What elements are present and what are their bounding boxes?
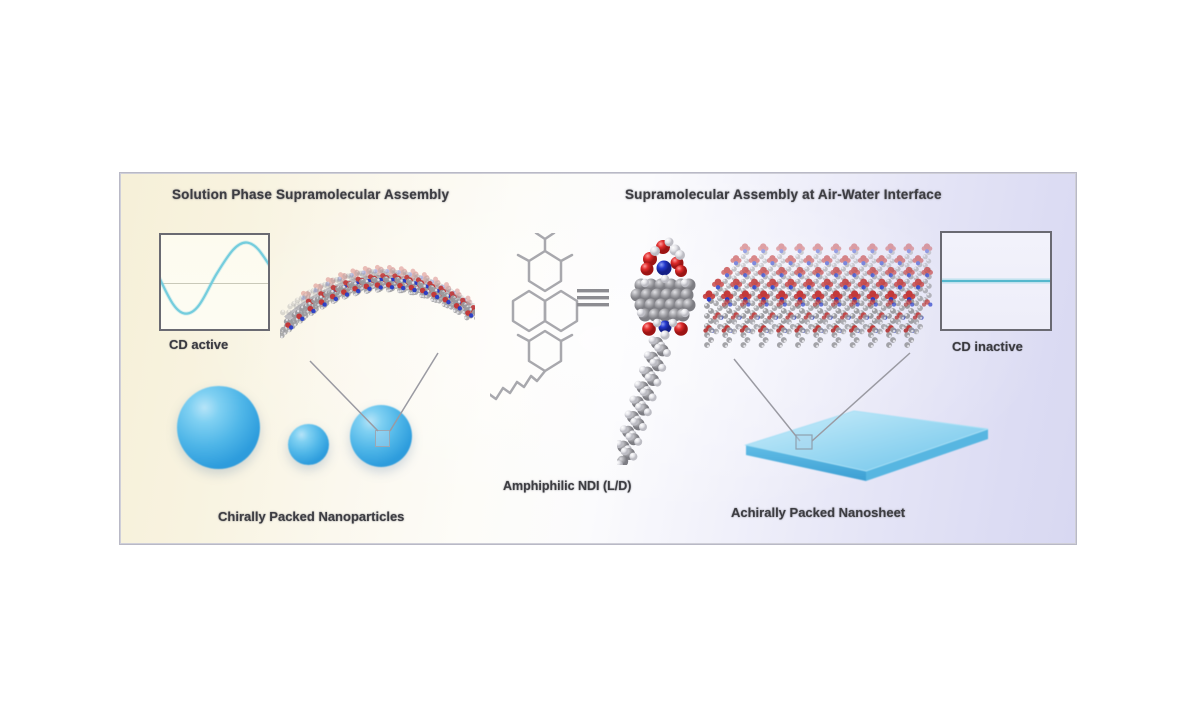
section-title-right: Supramolecular Assembly at Air-Water Int… — [625, 187, 942, 202]
caption-achirally-packed-nanosheet: Achirally Packed Nanosheet — [731, 505, 906, 520]
achiral-assembly-illustration — [702, 243, 933, 348]
nanoparticle-callout-box — [375, 430, 390, 447]
equivalence-icon — [577, 289, 609, 307]
chiral-assembly-illustration — [280, 264, 475, 339]
nanoparticle-sphere-large — [177, 386, 260, 469]
cd-active-chart — [159, 233, 270, 331]
nanosheet-slab — [744, 410, 989, 481]
cd-inactive-chart — [940, 231, 1052, 331]
section-title-left: Solution Phase Supramolecular Assembly — [172, 187, 450, 202]
cd-inactive-label: CD inactive — [952, 339, 1023, 354]
cd-active-baseline — [161, 283, 268, 284]
graphical-abstract-figure: Solution Phase Supramolecular Assembly S… — [119, 172, 1077, 545]
skeletal-structure-ndi — [490, 233, 579, 401]
caption-chirally-packed-nanoparticles: Chirally Packed Nanoparticles — [218, 509, 405, 524]
ball-and-stick-model-ndi — [617, 237, 696, 465]
cd-inactive-curve — [942, 278, 1050, 284]
caption-amphiphilic-ndi: Amphiphilic NDI (L/D) — [503, 479, 632, 493]
cd-active-label: CD active — [169, 337, 229, 352]
nanoparticle-sphere-small — [288, 424, 329, 465]
cd-active-curve — [161, 240, 268, 316]
